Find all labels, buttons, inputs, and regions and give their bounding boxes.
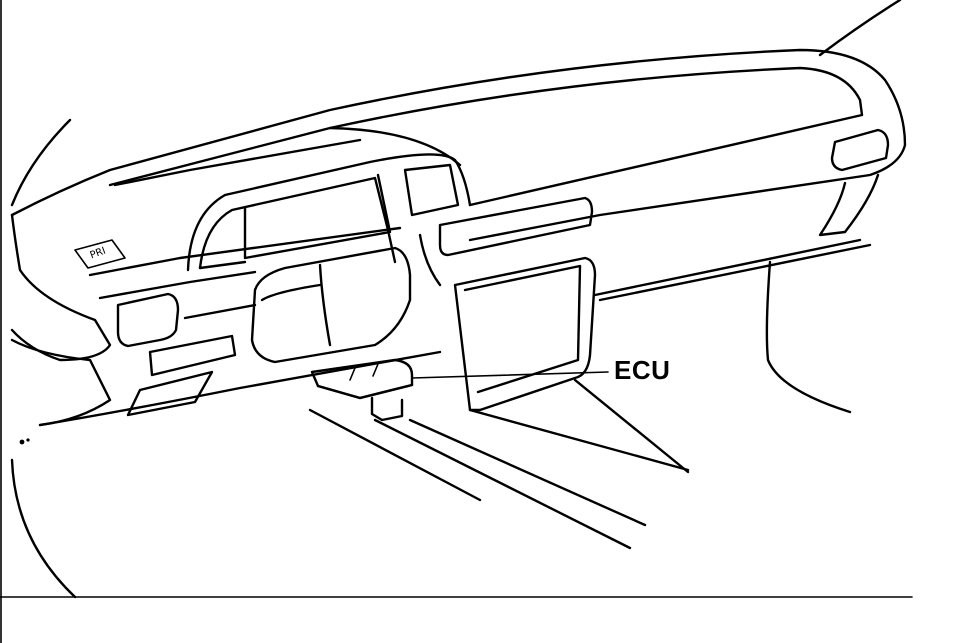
ecu-box-front [316,383,414,400]
ecu-bracket [349,363,379,381]
cluster-left-pod [198,260,247,270]
center-stack-side [418,233,442,287]
glovebox-line [593,238,862,297]
right-door-edge [765,260,852,414]
left-lower-curve [10,338,112,427]
floor-line-3 [468,408,690,472]
left-dash-strip-upper [88,226,402,277]
floor-line-5 [308,408,482,502]
left-vent [116,292,180,348]
right-a-pillar [818,0,902,57]
steering-column-ridge [318,263,332,347]
cluster-right-pod [403,163,460,217]
floor-line-2 [408,418,647,527]
ecu-box [310,358,414,400]
center-vent-strip [438,196,594,257]
cluster-window [243,173,392,260]
dashboard-top-outer [10,48,907,242]
lower-left-panel-2 [126,370,214,417]
ecu-connector [370,396,404,422]
center-stack [453,256,597,412]
defroster-strip [113,138,362,187]
dashboard-top-inner [108,66,864,207]
center-stack-inner [463,264,582,394]
steering-column [250,246,412,364]
left-dash-end [10,213,112,362]
right-side-vent [830,128,890,172]
left-dash-strip-lower [98,270,257,300]
pri-tag [74,239,126,269]
speck-mark [19,439,25,445]
ecu-callout-label: ECU [614,355,671,385]
ecu-leader-line [411,371,609,379]
floor-line-1 [373,418,632,550]
lower-left-panel [148,334,237,377]
right-corner-panel [818,173,880,237]
speck-mark-2 [26,438,30,442]
passenger-lower-line [598,243,872,302]
cluster-hood-outer [186,153,472,272]
dashboard-crown-line [328,126,462,167]
steering-column-inner [260,283,322,302]
left-door-line [10,458,77,599]
left-dash-strip-mid [183,303,257,320]
lower-dash-edge [38,350,442,427]
floor-line-4 [573,378,690,474]
left-a-pillar [10,118,72,207]
